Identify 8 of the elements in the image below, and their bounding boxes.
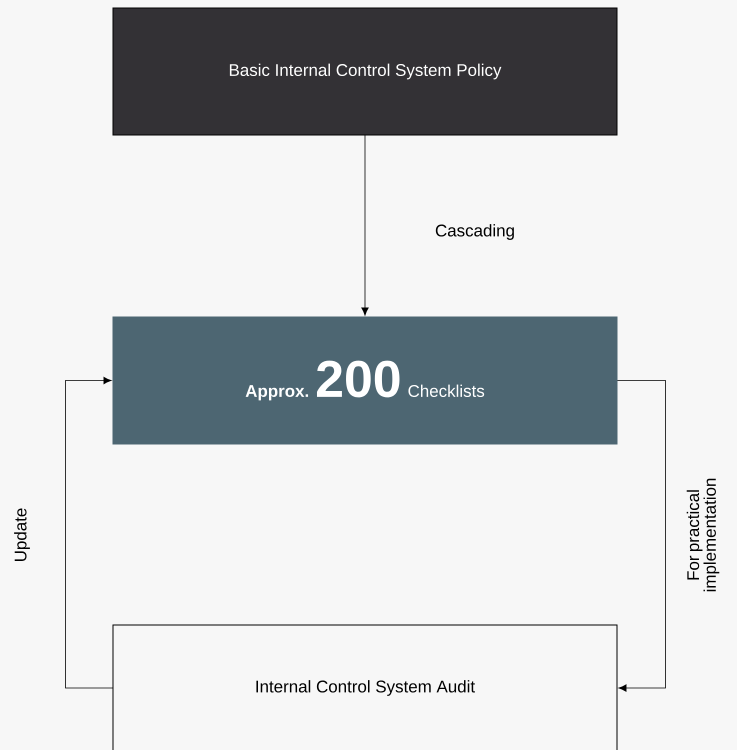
edge-label: Cascading [436,224,514,240]
arrow [617,380,666,692]
arrow [65,376,113,688]
audit-box: Internal Control System Audit [112,624,618,750]
edge-label: Update [14,508,30,561]
arrow [361,135,369,316]
policy-box: Basic Internal Control System Policy [112,8,618,136]
edge-label: For practical implementation [686,478,720,592]
